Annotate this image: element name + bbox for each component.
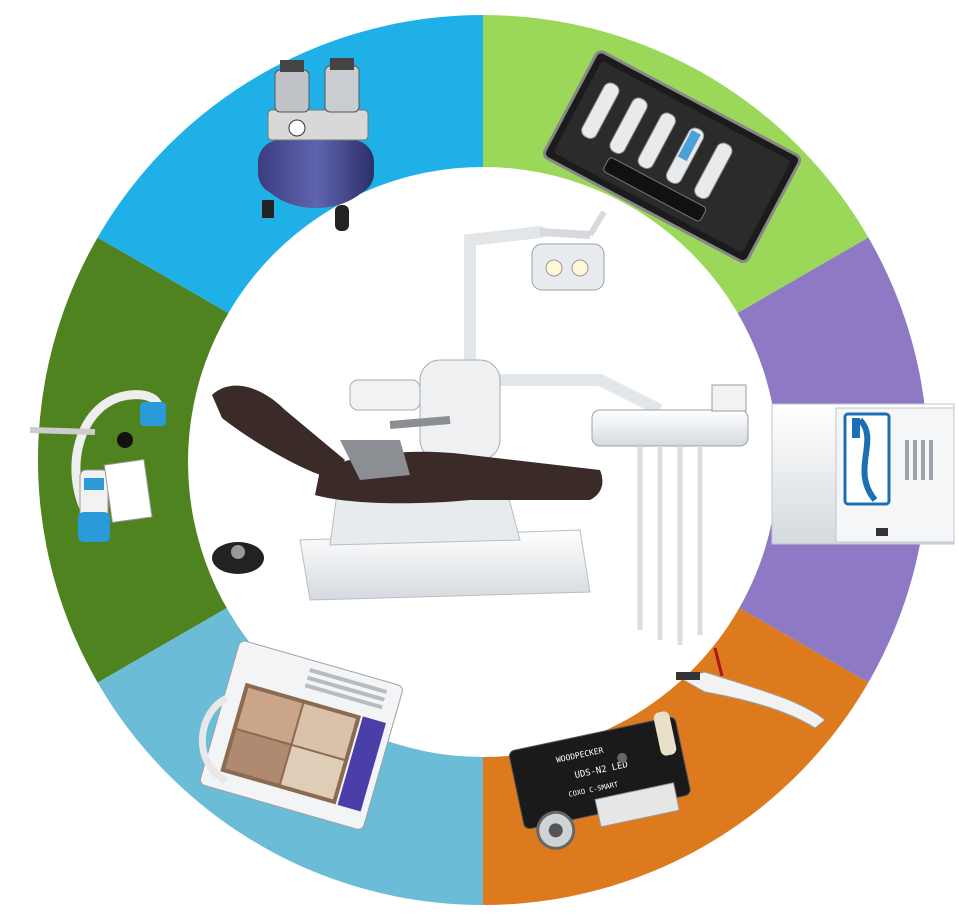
whitening-lamp-icon xyxy=(29,390,166,542)
air-compressor-icon xyxy=(258,58,374,231)
handpiece-kit-icon xyxy=(542,50,802,264)
dental-chair-icon xyxy=(212,210,749,645)
intraoral-camera-icon xyxy=(198,640,403,830)
autoclave-icon xyxy=(771,403,955,545)
endo-motor-icon: WOODPECKER UDS-N2 LED COXO C-SMART xyxy=(508,711,691,850)
foot-pedal-icon xyxy=(212,542,264,574)
curing-light-icon xyxy=(676,647,826,729)
